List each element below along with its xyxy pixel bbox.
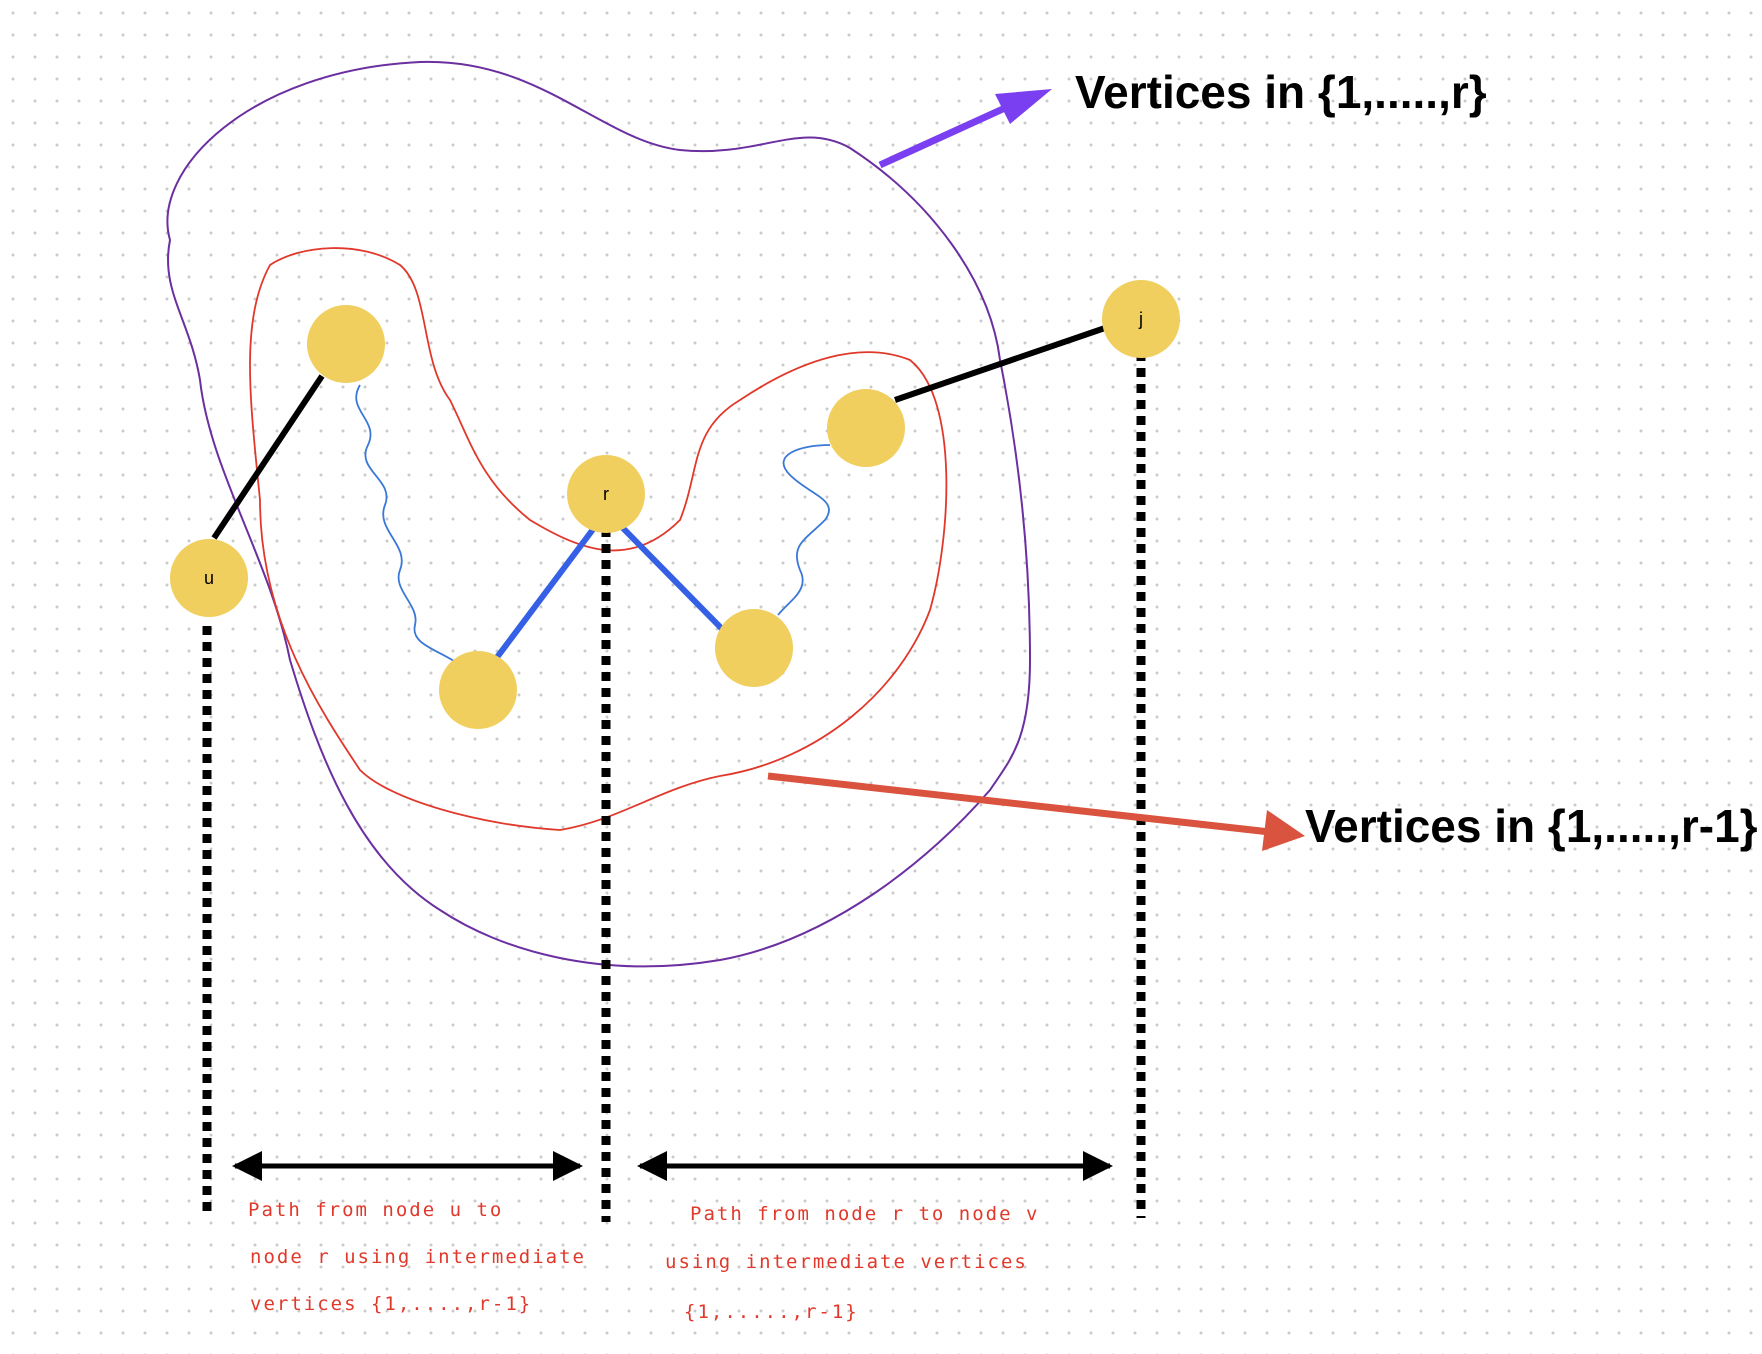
right-note-line-1: Path from node r to node v xyxy=(690,1203,1039,1225)
outer-set-pointer-arrowhead xyxy=(995,89,1052,124)
edge-j-to-right-node xyxy=(894,325,1106,403)
node-j-label: j xyxy=(1138,309,1143,329)
left-note-line-3: vertices {1,....,r-1} xyxy=(250,1293,532,1315)
node-u-label: u xyxy=(204,568,214,588)
outer-set-pointer-line xyxy=(878,104,1007,169)
node-right xyxy=(827,389,905,467)
outer-set-label: Vertices in {1,.....,r} xyxy=(1075,66,1487,118)
inner-set-label: Vertices in {1,.....,r-1} xyxy=(1305,800,1758,852)
edge-r-to-bottom-left-node xyxy=(492,526,597,662)
right-note-line-2: using intermediate vertices xyxy=(665,1251,1028,1273)
right-note-line-3: {1,.....,r-1} xyxy=(684,1301,859,1323)
node-j xyxy=(1102,280,1180,358)
left-note-line-2: node r using intermediate xyxy=(250,1246,586,1268)
node-r-label: r xyxy=(603,484,609,504)
outer-set-boundary xyxy=(166,60,1032,968)
wavy-path-right xyxy=(777,444,831,616)
edge-r-to-bottom-right-node xyxy=(612,517,731,638)
inner-set-boundary xyxy=(249,247,948,831)
node-r xyxy=(567,455,645,533)
node-bottom-right xyxy=(715,609,793,687)
wavy-path-left xyxy=(355,384,461,666)
left-note-line-1: Path from node u to xyxy=(248,1199,503,1221)
node-bottom-left xyxy=(439,651,517,729)
edge-u-to-top-node xyxy=(211,374,325,540)
node-top-left xyxy=(307,305,385,383)
node-u xyxy=(170,539,248,617)
inner-set-pointer-line xyxy=(767,772,1271,836)
inner-set-pointer-arrowhead xyxy=(1262,810,1305,851)
